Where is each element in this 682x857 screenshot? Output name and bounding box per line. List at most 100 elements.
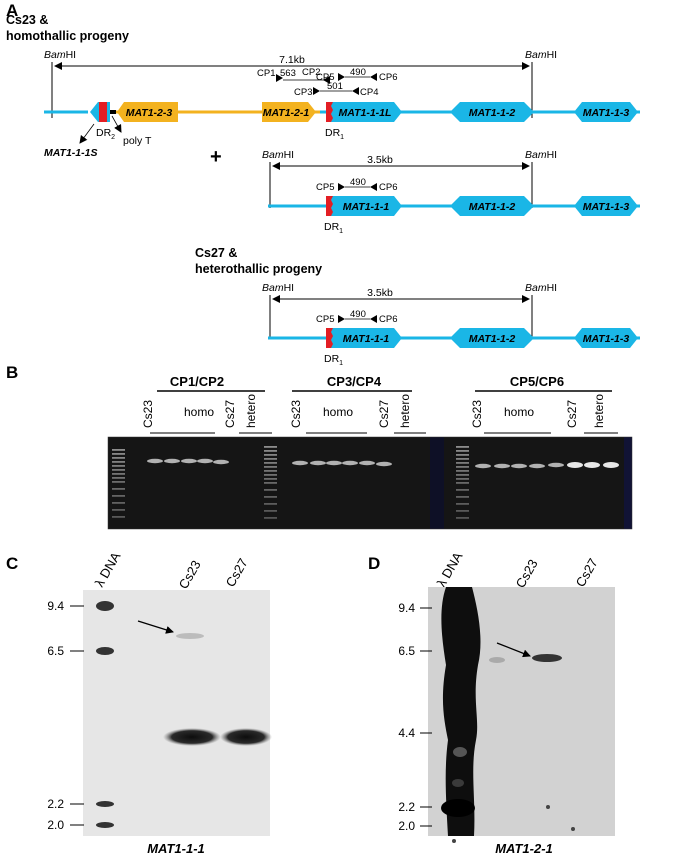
- gel-ladder-3-band: [456, 450, 469, 452]
- gel-ladder-1-band: [112, 461, 125, 463]
- gene-mat113-2: [574, 196, 638, 216]
- blot-c-ladder-label: λ DNA: [92, 549, 124, 589]
- strain1-line2: homothallic progeny: [6, 29, 129, 43]
- gel-sample-band: [326, 460, 342, 466]
- lane-homo-1: homo: [184, 405, 214, 419]
- gene-mat111l-label: MAT1-1-1L: [339, 107, 392, 119]
- primer-cp4: CP4: [360, 87, 378, 98]
- blot-d-probe: MAT1-2-1: [495, 841, 553, 856]
- gel-ladder-1-band: [112, 495, 125, 497]
- primer-cp2: CP2: [302, 67, 320, 78]
- blot-d-size-label: 4.4: [398, 726, 415, 740]
- primer-cp5-2-arrow: [338, 183, 345, 191]
- blot-c-ladder-band: [96, 647, 114, 655]
- gene-mat121-label: MAT1-2-1: [263, 107, 310, 119]
- gene-mat111-2: [326, 196, 402, 216]
- size-short-2: 3.5kb: [367, 287, 393, 299]
- lane-hetero-1: hetero: [244, 394, 258, 428]
- primer-cp5: CP5: [316, 72, 334, 83]
- strain1-line1: Cs23 &: [6, 13, 48, 27]
- bamhi-label-3: BamHI: [262, 149, 294, 161]
- gel-sample-band: [310, 460, 326, 466]
- gel-sample-band: [584, 462, 600, 468]
- gel-ladder-1-band: [112, 509, 125, 511]
- gel-ladder-2-band: [264, 466, 277, 468]
- gene-mat111s-label: MAT1-1-1S: [44, 147, 97, 159]
- gel-ladder-3-band: [456, 510, 469, 512]
- blot-d-faint-band: [489, 657, 505, 663]
- gel-sample-band: [147, 458, 163, 464]
- blot-c-faint-band: [176, 633, 204, 639]
- primer-490-2: 490: [350, 177, 366, 188]
- mat111s-arrow: [79, 123, 95, 144]
- gel-ladder-1-band: [112, 465, 125, 467]
- gel-ladder-1-band: [112, 502, 125, 504]
- gel-sample-band: [548, 462, 564, 468]
- bamhi-label-5: BamHI: [262, 282, 294, 294]
- blot-d-lane-cs27: Cs27: [573, 556, 601, 590]
- bamhi-label-2: BamHI: [525, 49, 557, 61]
- primer-cp6-3-arrow: [370, 315, 377, 323]
- gel-sample-band: [164, 458, 180, 464]
- gene-mat123-label: MAT1-2-3: [126, 107, 173, 119]
- blot-c-ladder-band: [96, 801, 114, 807]
- gel-ladder-3-band: [456, 454, 469, 456]
- gel-ladder-1-band: [112, 516, 125, 518]
- primer-cp6-2: CP6: [379, 182, 397, 193]
- lane-cs23-1: Cs23: [141, 400, 155, 428]
- polyt-arrow: [111, 115, 122, 133]
- primer-cp5-3: CP5: [316, 314, 334, 325]
- dr2-box: [99, 102, 107, 122]
- blot-d-ladder-spot-2: [452, 779, 464, 787]
- panel-b-letter: B: [6, 363, 18, 382]
- gel-ladder-2-band: [264, 489, 277, 491]
- lane-cs27-1: Cs27: [223, 400, 237, 428]
- lane-cs23-2: Cs23: [289, 400, 303, 428]
- primer-cp1: CP1: [257, 68, 275, 79]
- gene-mat113-label: MAT1-1-3: [583, 107, 630, 119]
- gel-sample-band: [603, 462, 619, 468]
- gel-background: [108, 437, 632, 529]
- gel-sample-band: [213, 459, 229, 465]
- gel-ladder-2-band: [264, 510, 277, 512]
- primer-cp6-3: CP6: [379, 314, 397, 325]
- gel-ladder-1-band: [112, 477, 125, 479]
- gel-ladder-1-band: [112, 473, 125, 475]
- dr1-label-3: DR1: [324, 353, 343, 367]
- gel-ladder-3-band: [456, 458, 469, 460]
- gel-ladder-3-band: [456, 462, 469, 464]
- gel-ladder-3-band: [456, 482, 469, 484]
- gel-ladder-1-band: [112, 449, 125, 451]
- group-cp5-cp6: CP5/CP6: [510, 374, 564, 389]
- blot-c-ladder-band: [96, 822, 114, 828]
- gel-ladder-1-band: [112, 488, 125, 490]
- blot-d-size-label: 2.2: [398, 800, 415, 814]
- gel-ladder-2-band: [264, 478, 277, 480]
- gel-sample-band: [342, 460, 358, 466]
- gene-mat113-2-label: MAT1-1-3: [583, 201, 630, 213]
- blot-d-ladder-smear: [441, 587, 481, 836]
- gene-mat121: [262, 102, 316, 122]
- gel-ladder-2-band: [264, 462, 277, 464]
- gel-ladder-1-band: [112, 469, 125, 471]
- gel-ladder-2-band: [264, 496, 277, 498]
- gel-ladder-2-band: [264, 470, 277, 472]
- gene-mat111-3: [326, 328, 402, 348]
- primer-490: 490: [350, 67, 366, 78]
- gel-ladder-2-band: [264, 474, 277, 476]
- blot-c-cs23-band: [163, 728, 221, 746]
- gel-ladder-3-band: [456, 470, 469, 472]
- panel-b: B CP1/CP2 CP3/CP4 CP5/CP6 Cs23 homo Cs27…: [6, 363, 633, 530]
- gel-sample-band: [376, 461, 392, 467]
- primer-cp3: CP3: [294, 87, 312, 98]
- blot-d-lane-cs23: Cs23: [513, 557, 541, 591]
- dr1-box-2: [326, 196, 333, 216]
- primer-cp6-2-arrow: [370, 183, 377, 191]
- panel-d-letter: D: [368, 554, 380, 573]
- primer-cp2-arrow: [323, 76, 330, 84]
- gene-mat113-3-label: MAT1-1-3: [583, 333, 630, 345]
- primer-cp6: CP6: [379, 72, 397, 83]
- blot-c-arrow: [137, 620, 174, 634]
- dr2-label: DR2: [96, 127, 115, 141]
- gel-ladder-3-band: [456, 478, 469, 480]
